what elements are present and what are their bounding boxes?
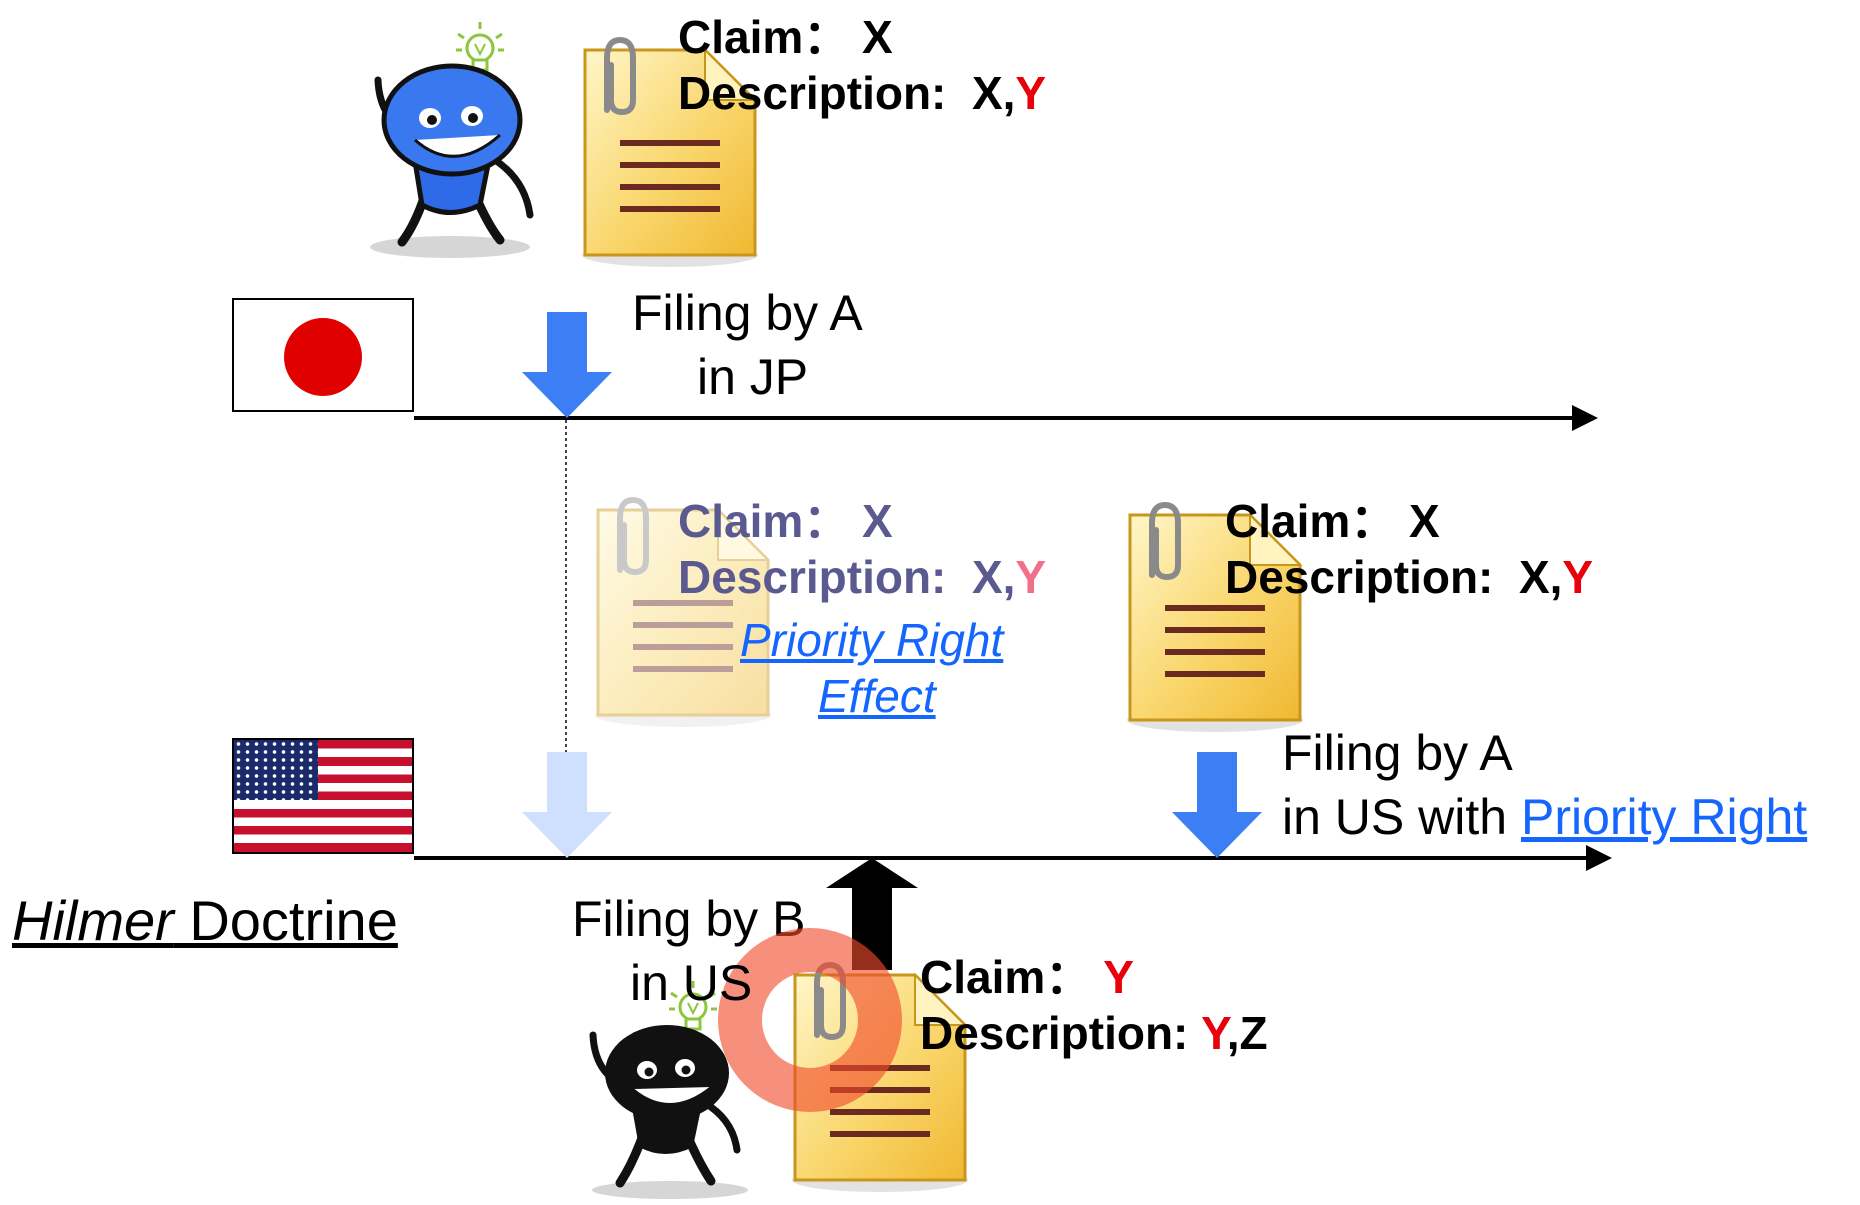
priority-right-link[interactable]: Priority Right xyxy=(1520,789,1808,845)
us-flag-canton xyxy=(234,740,318,800)
jp-filing-label-line1: Filing by A xyxy=(632,285,863,341)
priority-description-value: X, xyxy=(971,551,1016,603)
claim-value: X xyxy=(862,11,893,63)
priority-claim-label: Claim xyxy=(678,495,804,547)
priority-claim-value: X xyxy=(862,495,893,547)
us-flag xyxy=(232,738,414,854)
doctrine-word: Doctrine xyxy=(173,889,398,952)
priority-description-label: Description: xyxy=(678,551,947,603)
japan-flag xyxy=(232,298,414,412)
us-a-claim-value: X xyxy=(1409,495,1440,547)
inventor-a-character xyxy=(370,20,534,258)
jp-filing-label-line2: in JP xyxy=(697,349,809,405)
jp-filing-arrow xyxy=(522,312,612,418)
b-filing-label-line2: in US xyxy=(630,955,753,1011)
description-label: Description: xyxy=(678,67,947,119)
priority-right-effect-link-line2[interactable]: Effect xyxy=(818,670,936,722)
priority-right-effect-link-line1[interactable]: Priority Right xyxy=(740,614,1004,666)
priority-description-value-highlight: Y xyxy=(1015,551,1047,603)
us-filing-arrow xyxy=(1172,752,1262,858)
us-a-description-label: Description: xyxy=(1225,551,1494,603)
claim-label: Claim xyxy=(678,11,804,63)
us-filing-a-label-line2: in US with xyxy=(1282,789,1521,845)
b-description-label: Description: xyxy=(920,1007,1189,1059)
inventor-b-character xyxy=(589,979,748,1199)
b-description-value: ,Z xyxy=(1226,1007,1268,1059)
us-a-claim-label: Claim xyxy=(1225,495,1351,547)
us-a-description-value: X, xyxy=(1518,551,1563,603)
hilmer-word: Hilmer xyxy=(12,889,174,952)
us-filing-a-label-line1: Filing by A xyxy=(1282,725,1513,781)
b-filing-arrow-up xyxy=(826,858,918,970)
description-value: X, xyxy=(971,67,1016,119)
japan-flag-circle xyxy=(284,318,362,396)
us-filing-arrow-faded xyxy=(522,752,612,858)
us-a-description-value-highlight: Y xyxy=(1562,551,1594,603)
b-description-value-highlight: Y xyxy=(1201,1007,1227,1059)
b-claim-label: Claim xyxy=(920,951,1046,1003)
description-value-highlight: Y xyxy=(1015,67,1047,119)
b-claim-value: Y xyxy=(1103,951,1134,1003)
b-filing-label-line1: Filing by B xyxy=(572,891,806,947)
conflict-marker-ring xyxy=(718,928,902,1112)
